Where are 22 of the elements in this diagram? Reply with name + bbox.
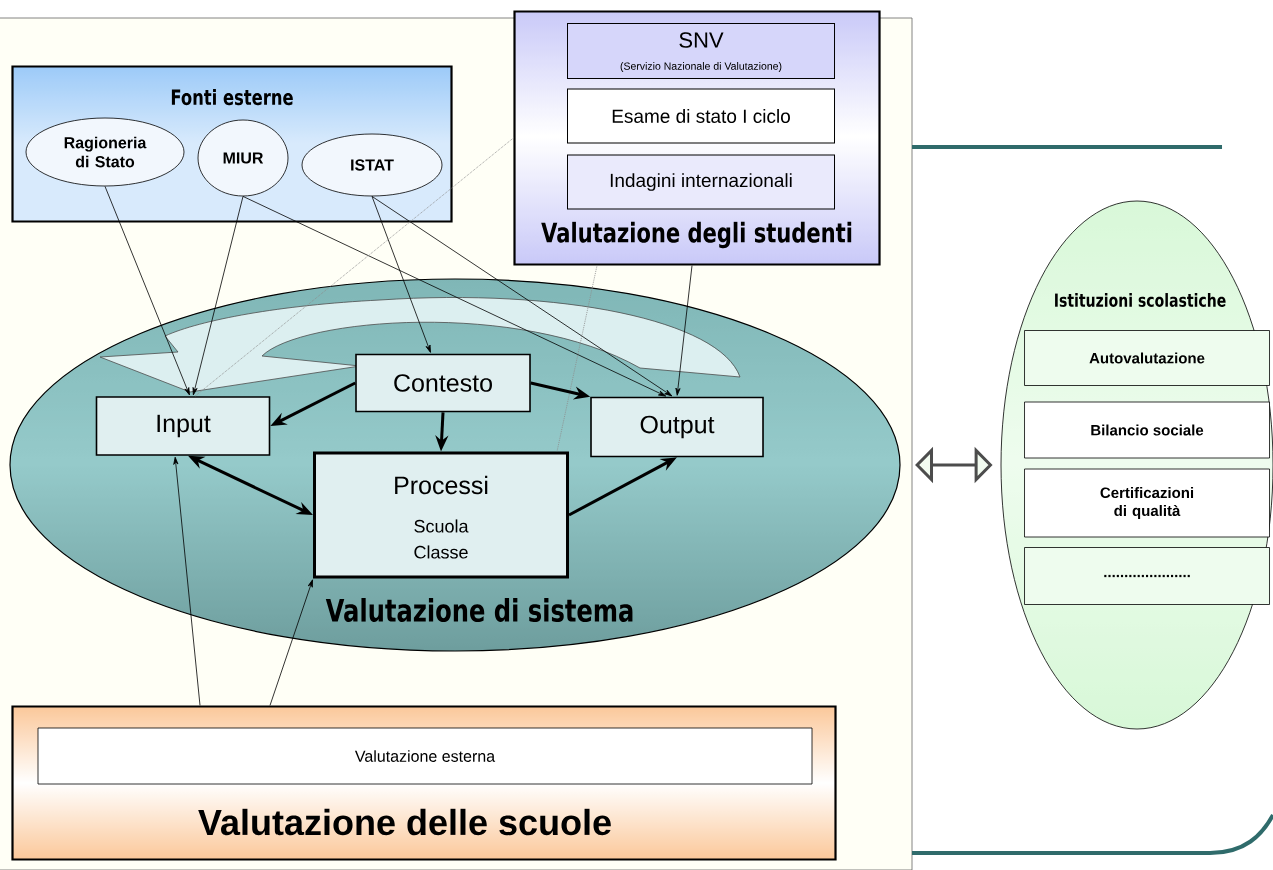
assessment-box: Indagini internazionali bbox=[567, 154, 835, 210]
arrow bbox=[371, 196, 431, 353]
connector-line bbox=[194, 137, 514, 397]
activity-box: Certificazioni di qualità bbox=[1024, 468, 1270, 538]
connector-line bbox=[556, 265, 598, 452]
component-box: Contesto bbox=[355, 353, 531, 413]
arrow bbox=[675, 265, 693, 396]
process-box: Processi Scuola Classe bbox=[313, 451, 569, 579]
component-box: Input bbox=[95, 396, 271, 456]
activity-box: Autovalutazione bbox=[1024, 330, 1270, 386]
arrow bbox=[173, 456, 201, 706]
component-box: Output bbox=[590, 396, 764, 458]
activity-box: Bilancio sociale bbox=[1024, 401, 1270, 459]
arrow bbox=[104, 186, 190, 396]
assessment-box: SNV (Servizio Nazionale di Valutazione) bbox=[567, 23, 835, 79]
arrow bbox=[242, 196, 667, 397]
arrow bbox=[371, 196, 673, 397]
arrow bbox=[192, 196, 244, 396]
external-assessment-box: Valutazione esterna bbox=[37, 727, 813, 785]
activity-box: ..................... bbox=[1024, 547, 1270, 605]
arrow bbox=[269, 579, 313, 706]
assessment-box: Esame di stato I ciclo bbox=[567, 88, 835, 144]
